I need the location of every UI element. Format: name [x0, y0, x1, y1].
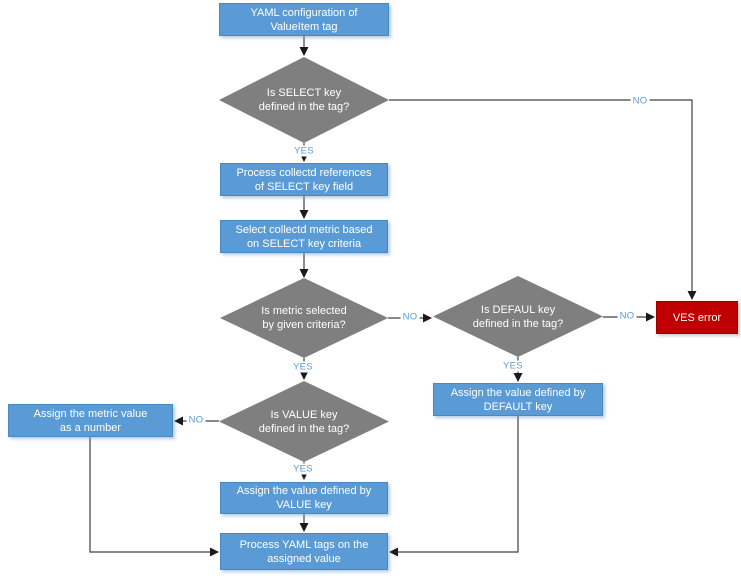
edge-label-value-yes: YES: [291, 463, 315, 475]
node-yaml-config: YAML configuration of ValueItem tag: [219, 3, 389, 36]
edge-assign-metric-to-process: [89, 437, 219, 557]
node-select-metric: Select collectd metric based on SELECT k…: [220, 220, 388, 253]
edge-label-default-yes: YES: [501, 360, 525, 372]
node-label-process-references: Process collectd references of SELECT ke…: [236, 166, 372, 193]
edge-label-default-no-to-ves: NO: [617, 310, 637, 322]
node-label-select-key-decision: Is SELECT key defined in the tag?: [258, 87, 350, 113]
edge-label-select-no-to-ves: NO: [630, 95, 650, 107]
edge-label-select-yes: YES: [292, 145, 316, 157]
edge-select-no-to-ves: [389, 99, 697, 300]
node-label-select-metric: Select collectd metric based on SELECT k…: [235, 223, 373, 250]
edge-label-metric-yes: YES: [291, 361, 315, 373]
node-label-assign-metric-number: Assign the metric value as a number: [33, 407, 148, 434]
node-ves-error: VES error: [656, 301, 738, 334]
node-label-default-key-decision: Is DEFAUL key defined in the tag?: [472, 303, 564, 330]
node-label-ves-error: VES error: [672, 311, 722, 324]
node-label-process-yaml-tags: Process YAML tags on the assigned value: [239, 538, 369, 565]
node-process-references: Process collectd references of SELECT ke…: [220, 163, 388, 196]
edge-assign-default-to-process: [389, 416, 519, 557]
node-label-metric-selected-decision: Is metric selected by given criteria?: [261, 305, 347, 331]
node-label-assign-value: Assign the value defined by VALUE key: [236, 485, 372, 511]
node-label-value-key-decision: Is VALUE key defined in the tag?: [258, 408, 350, 435]
edge-label-metric-no-to-default: NO: [400, 311, 420, 323]
node-assign-default: Assign the value defined by DEFAULT key: [433, 383, 603, 416]
node-label-assign-default: Assign the value defined by DEFAULT key: [450, 386, 586, 413]
edge-label-value-no-to-assign-metric: NO: [186, 414, 206, 426]
node-assign-value: Assign the value defined by VALUE key: [220, 482, 388, 514]
node-label-yaml-config: YAML configuration of ValueItem tag: [250, 6, 358, 33]
node-process-yaml-tags: Process YAML tags on the assigned value: [220, 533, 388, 570]
node-assign-metric-number: Assign the metric value as a number: [8, 404, 173, 437]
